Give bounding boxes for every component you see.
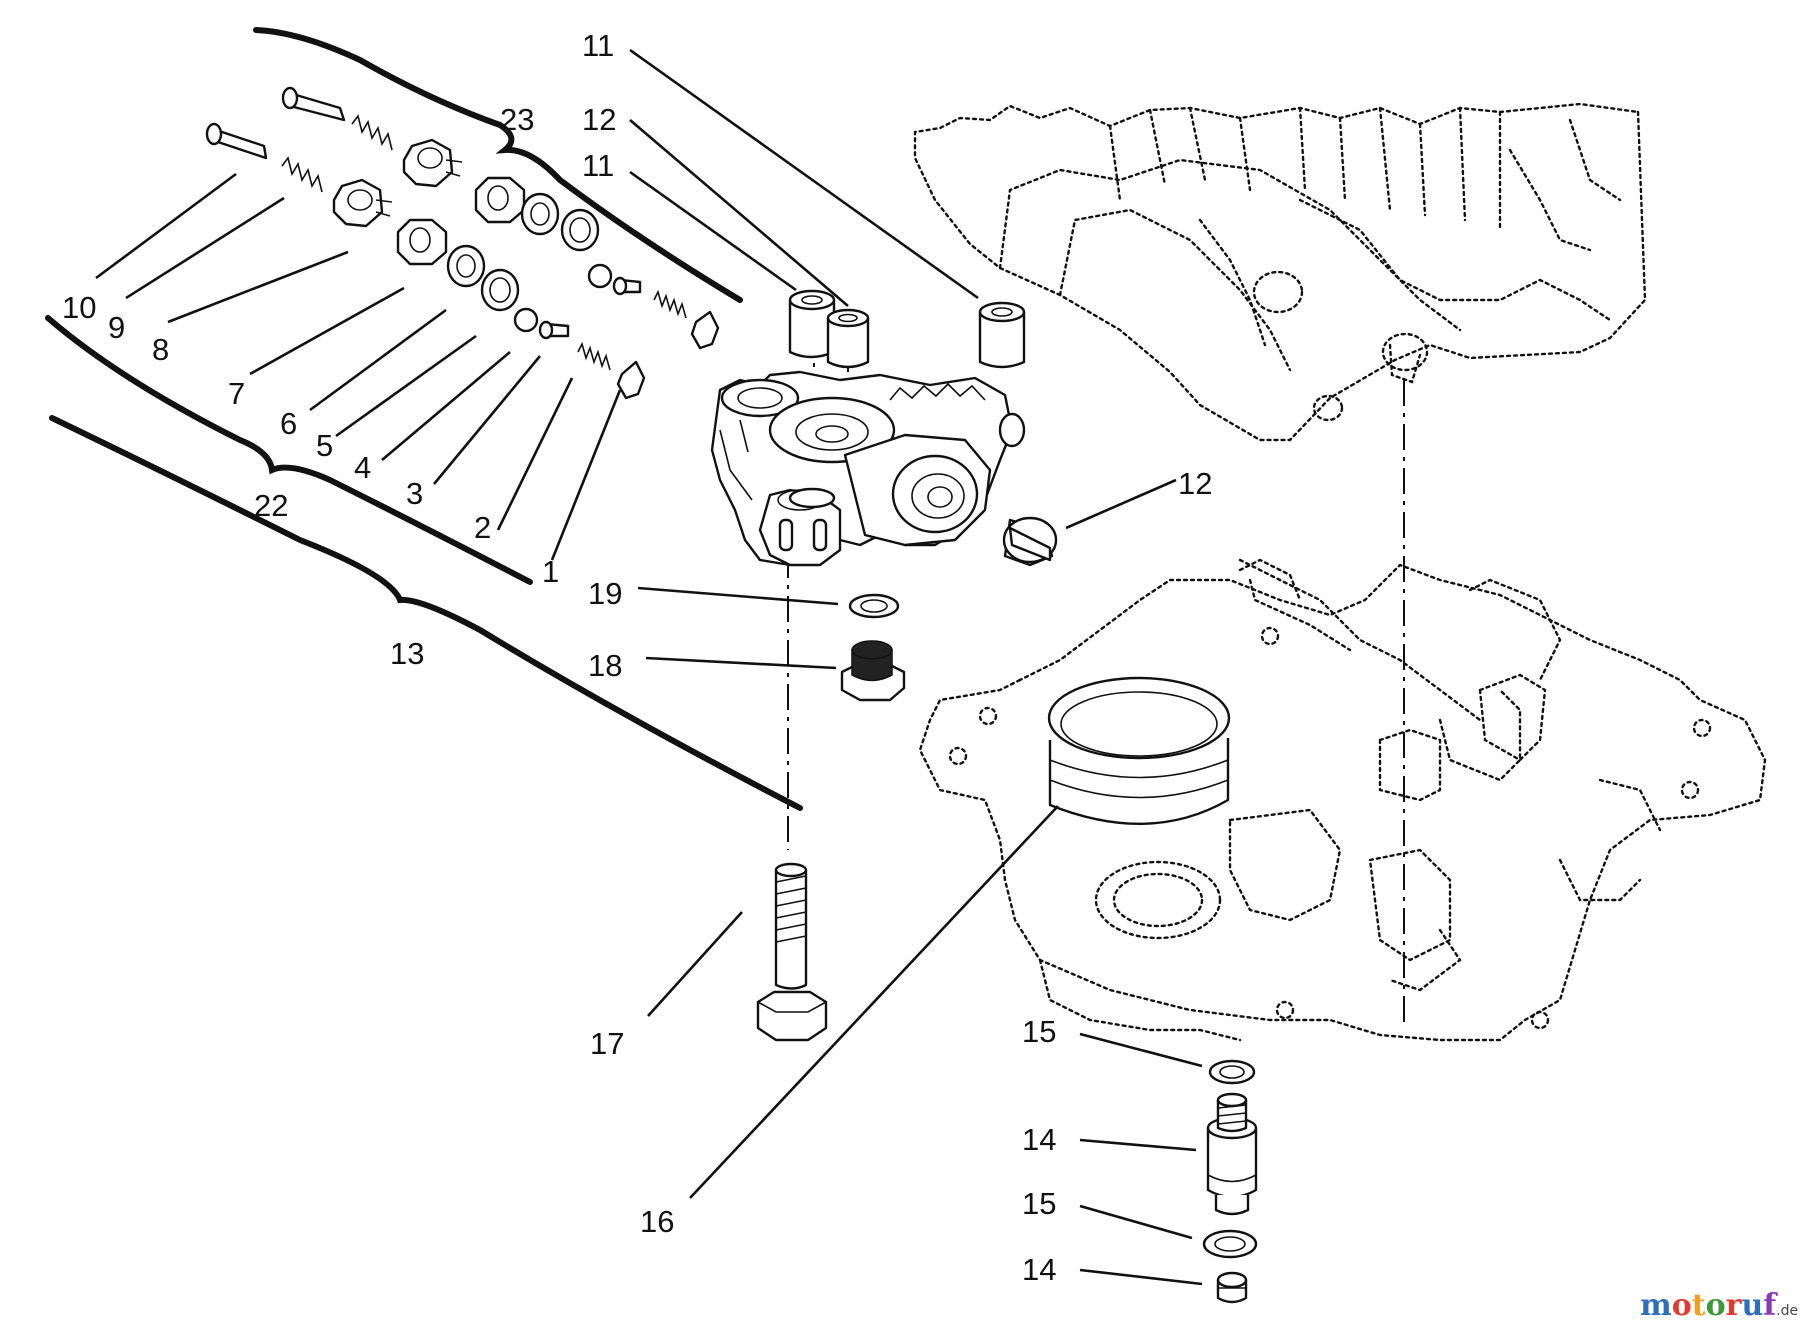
valve-16	[1206, 1092, 1258, 1216]
watermark-text: motoruf	[1640, 1288, 1776, 1323]
callout-14: 14	[1022, 1252, 1056, 1287]
bushing-11-right	[978, 301, 1026, 369]
callout-23: 23	[500, 102, 534, 137]
callout-5: 5	[316, 428, 333, 463]
brace-22	[45, 315, 533, 585]
bushing-12-lower	[1002, 516, 1058, 567]
brace-13	[49, 415, 803, 811]
watermark-letter: u	[1741, 1288, 1764, 1323]
valve-parts-row-lower	[205, 122, 646, 400]
upper-housing	[913, 102, 1647, 442]
watermark-letter: m	[1640, 1288, 1672, 1323]
callout-12-right: 12	[1178, 466, 1212, 501]
watermark-letter: o	[1671, 1288, 1692, 1323]
watermark-letter: t	[1691, 1288, 1706, 1323]
callout-16: 14	[1022, 1122, 1056, 1157]
watermark-letter: o	[1705, 1288, 1726, 1323]
watermark-tld: .de	[1776, 1303, 1799, 1319]
callout-11-mid: 11	[582, 148, 614, 183]
washer-17	[1208, 1059, 1256, 1085]
callout-15: 15	[1022, 1186, 1056, 1221]
callout-13: 13	[390, 636, 424, 671]
washer-15	[1202, 1229, 1258, 1259]
callout-6: 6	[280, 406, 297, 441]
brace-23	[253, 27, 743, 303]
seal-collar	[1047, 676, 1231, 825]
watermark-letter: f	[1763, 1288, 1777, 1323]
callout-17: 15	[1022, 1014, 1056, 1049]
callout-20: 18	[588, 648, 622, 683]
bushing-11-left	[788, 289, 836, 359]
callouts: 10 9 8 7 6 5 4 3 2 1 11 12 11 23 22 13 1…	[62, 28, 1212, 1287]
plug-20	[840, 640, 906, 702]
callout-2: 2	[474, 510, 491, 545]
callout-10: 10	[62, 290, 96, 325]
callout-12-top: 12	[582, 102, 616, 137]
callout-8: 8	[152, 332, 169, 367]
watermark-logo: motoruf.de	[1640, 1288, 1798, 1323]
callout-7: 7	[228, 376, 245, 411]
callout-11-top: 11	[582, 28, 614, 63]
watermark-letter: r	[1725, 1288, 1742, 1323]
callout-21: 19	[588, 576, 622, 611]
charge-pump-body	[710, 370, 1026, 567]
valve-parts-row-upper	[281, 86, 720, 350]
callout-19: 17	[590, 1026, 624, 1061]
bushing-12-upper	[826, 308, 870, 369]
callout-18: 16	[640, 1204, 674, 1239]
leader-lines	[95, 48, 1203, 1286]
callout-22: 22	[254, 488, 288, 523]
bolt-19	[756, 862, 828, 1042]
washer-21	[848, 593, 900, 619]
lower-housing	[918, 558, 1767, 1042]
callout-1: 1	[542, 554, 559, 589]
callout-4: 4	[354, 450, 371, 485]
callout-9: 9	[108, 310, 125, 345]
callout-3: 3	[406, 476, 423, 511]
plug-14	[1216, 1271, 1248, 1304]
